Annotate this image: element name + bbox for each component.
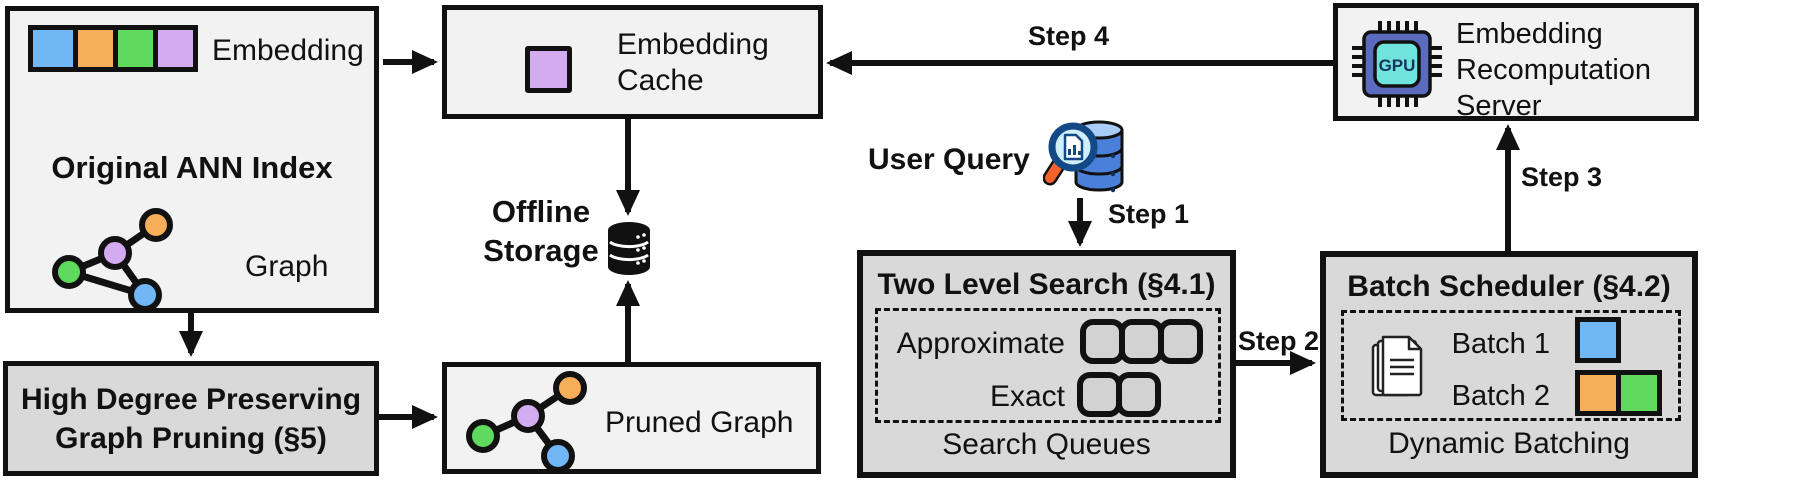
gpu-chip-icon: GPU <box>1352 21 1442 107</box>
cached-embedding-icon <box>525 46 572 93</box>
queue-slot <box>1116 372 1161 417</box>
embedding-vector-icon <box>28 25 198 72</box>
original-ann-index-title: Original ANN Index <box>51 150 333 185</box>
queue-slot <box>1080 319 1125 364</box>
batch1-item-blue <box>1575 317 1621 363</box>
batch2-item-orange <box>1575 370 1621 416</box>
exact-label: Exact <box>989 380 1065 413</box>
search-queues-panel: Approximate Exact <box>875 308 1221 423</box>
offline-storage-label: Offline Storage <box>465 192 617 270</box>
embedding-cell-green <box>113 30 153 67</box>
embedding-label: Embedding <box>212 34 364 67</box>
dynamic-batching-panel: Batch 1 Batch 2 <box>1341 310 1681 421</box>
original-ann-index-box: Embedding Original ANN Index Graph <box>5 6 379 313</box>
queue-slot <box>1158 319 1203 364</box>
batch-scheduler-box: Batch Scheduler (§4.2) Batch 1 Batch 2 D… <box>1320 251 1698 478</box>
server-label-line3: Server <box>1456 90 1542 122</box>
embedding-cache-line1: Embedding <box>617 28 769 61</box>
exact-queues-icon <box>1077 372 1161 417</box>
two-level-search-title: Two Level Search (§4.1) <box>877 268 1216 301</box>
pruned-graph-icon <box>466 371 587 471</box>
batch2-items-icon <box>1575 370 1662 416</box>
step1-label: Step 1 <box>1108 199 1190 229</box>
approximate-label: Approximate <box>896 327 1065 360</box>
embedding-cell-blue <box>33 30 73 67</box>
pruned-graph-label: Pruned Graph <box>605 406 794 439</box>
graph-icon <box>52 208 173 312</box>
step3-label: Step 3 <box>1521 162 1603 192</box>
user-query-label: User Query <box>868 143 1030 176</box>
embedding-cell-orange <box>73 30 113 67</box>
embedding-cell-purple <box>153 30 193 67</box>
embedding-cache-box: Embedding Cache <box>442 5 823 119</box>
batch1-items-icon <box>1575 317 1621 363</box>
batch2-label: Batch 2 <box>1451 380 1550 412</box>
gpu-text: GPU <box>1379 56 1416 75</box>
step4-label: Step 4 <box>1028 21 1110 51</box>
step2-label: Step 2 <box>1238 326 1320 356</box>
graph-label: Graph <box>245 250 329 283</box>
batch-scheduler-title: Batch Scheduler (§4.2) <box>1347 270 1671 303</box>
offline-storage-line1: Offline <box>491 194 591 229</box>
database-icon <box>608 222 650 275</box>
dynamic-batching-caption: Dynamic Batching <box>1388 427 1630 460</box>
documents-stack-icon <box>1371 335 1423 397</box>
high-degree-pruning-line2: Graph Pruning (§5) <box>55 421 327 455</box>
high-degree-pruning-box: High Degree Preserving Graph Pruning (§5… <box>3 361 379 476</box>
high-degree-pruning-line1: High Degree Preserving <box>20 382 362 416</box>
server-label-line1: Embedding <box>1456 18 1603 50</box>
recomputation-server-box: GPU Embedding Recomputation Server <box>1333 3 1699 122</box>
two-level-search-box: Two Level Search (§4.1) Approximate Exac… <box>857 250 1236 478</box>
batch1-label: Batch 1 <box>1451 328 1550 360</box>
approximate-queues-icon <box>1080 319 1203 364</box>
query-magnifier-database-icon <box>1043 120 1124 193</box>
pruned-graph-box: Pruned Graph <box>442 362 821 474</box>
batch2-item-green <box>1616 370 1662 416</box>
server-label-line2: Recomputation <box>1456 54 1652 86</box>
offline-storage-line2: Storage <box>483 233 599 268</box>
embedding-cache-line2: Cache <box>617 64 704 97</box>
search-queues-caption: Search Queues <box>942 428 1151 461</box>
